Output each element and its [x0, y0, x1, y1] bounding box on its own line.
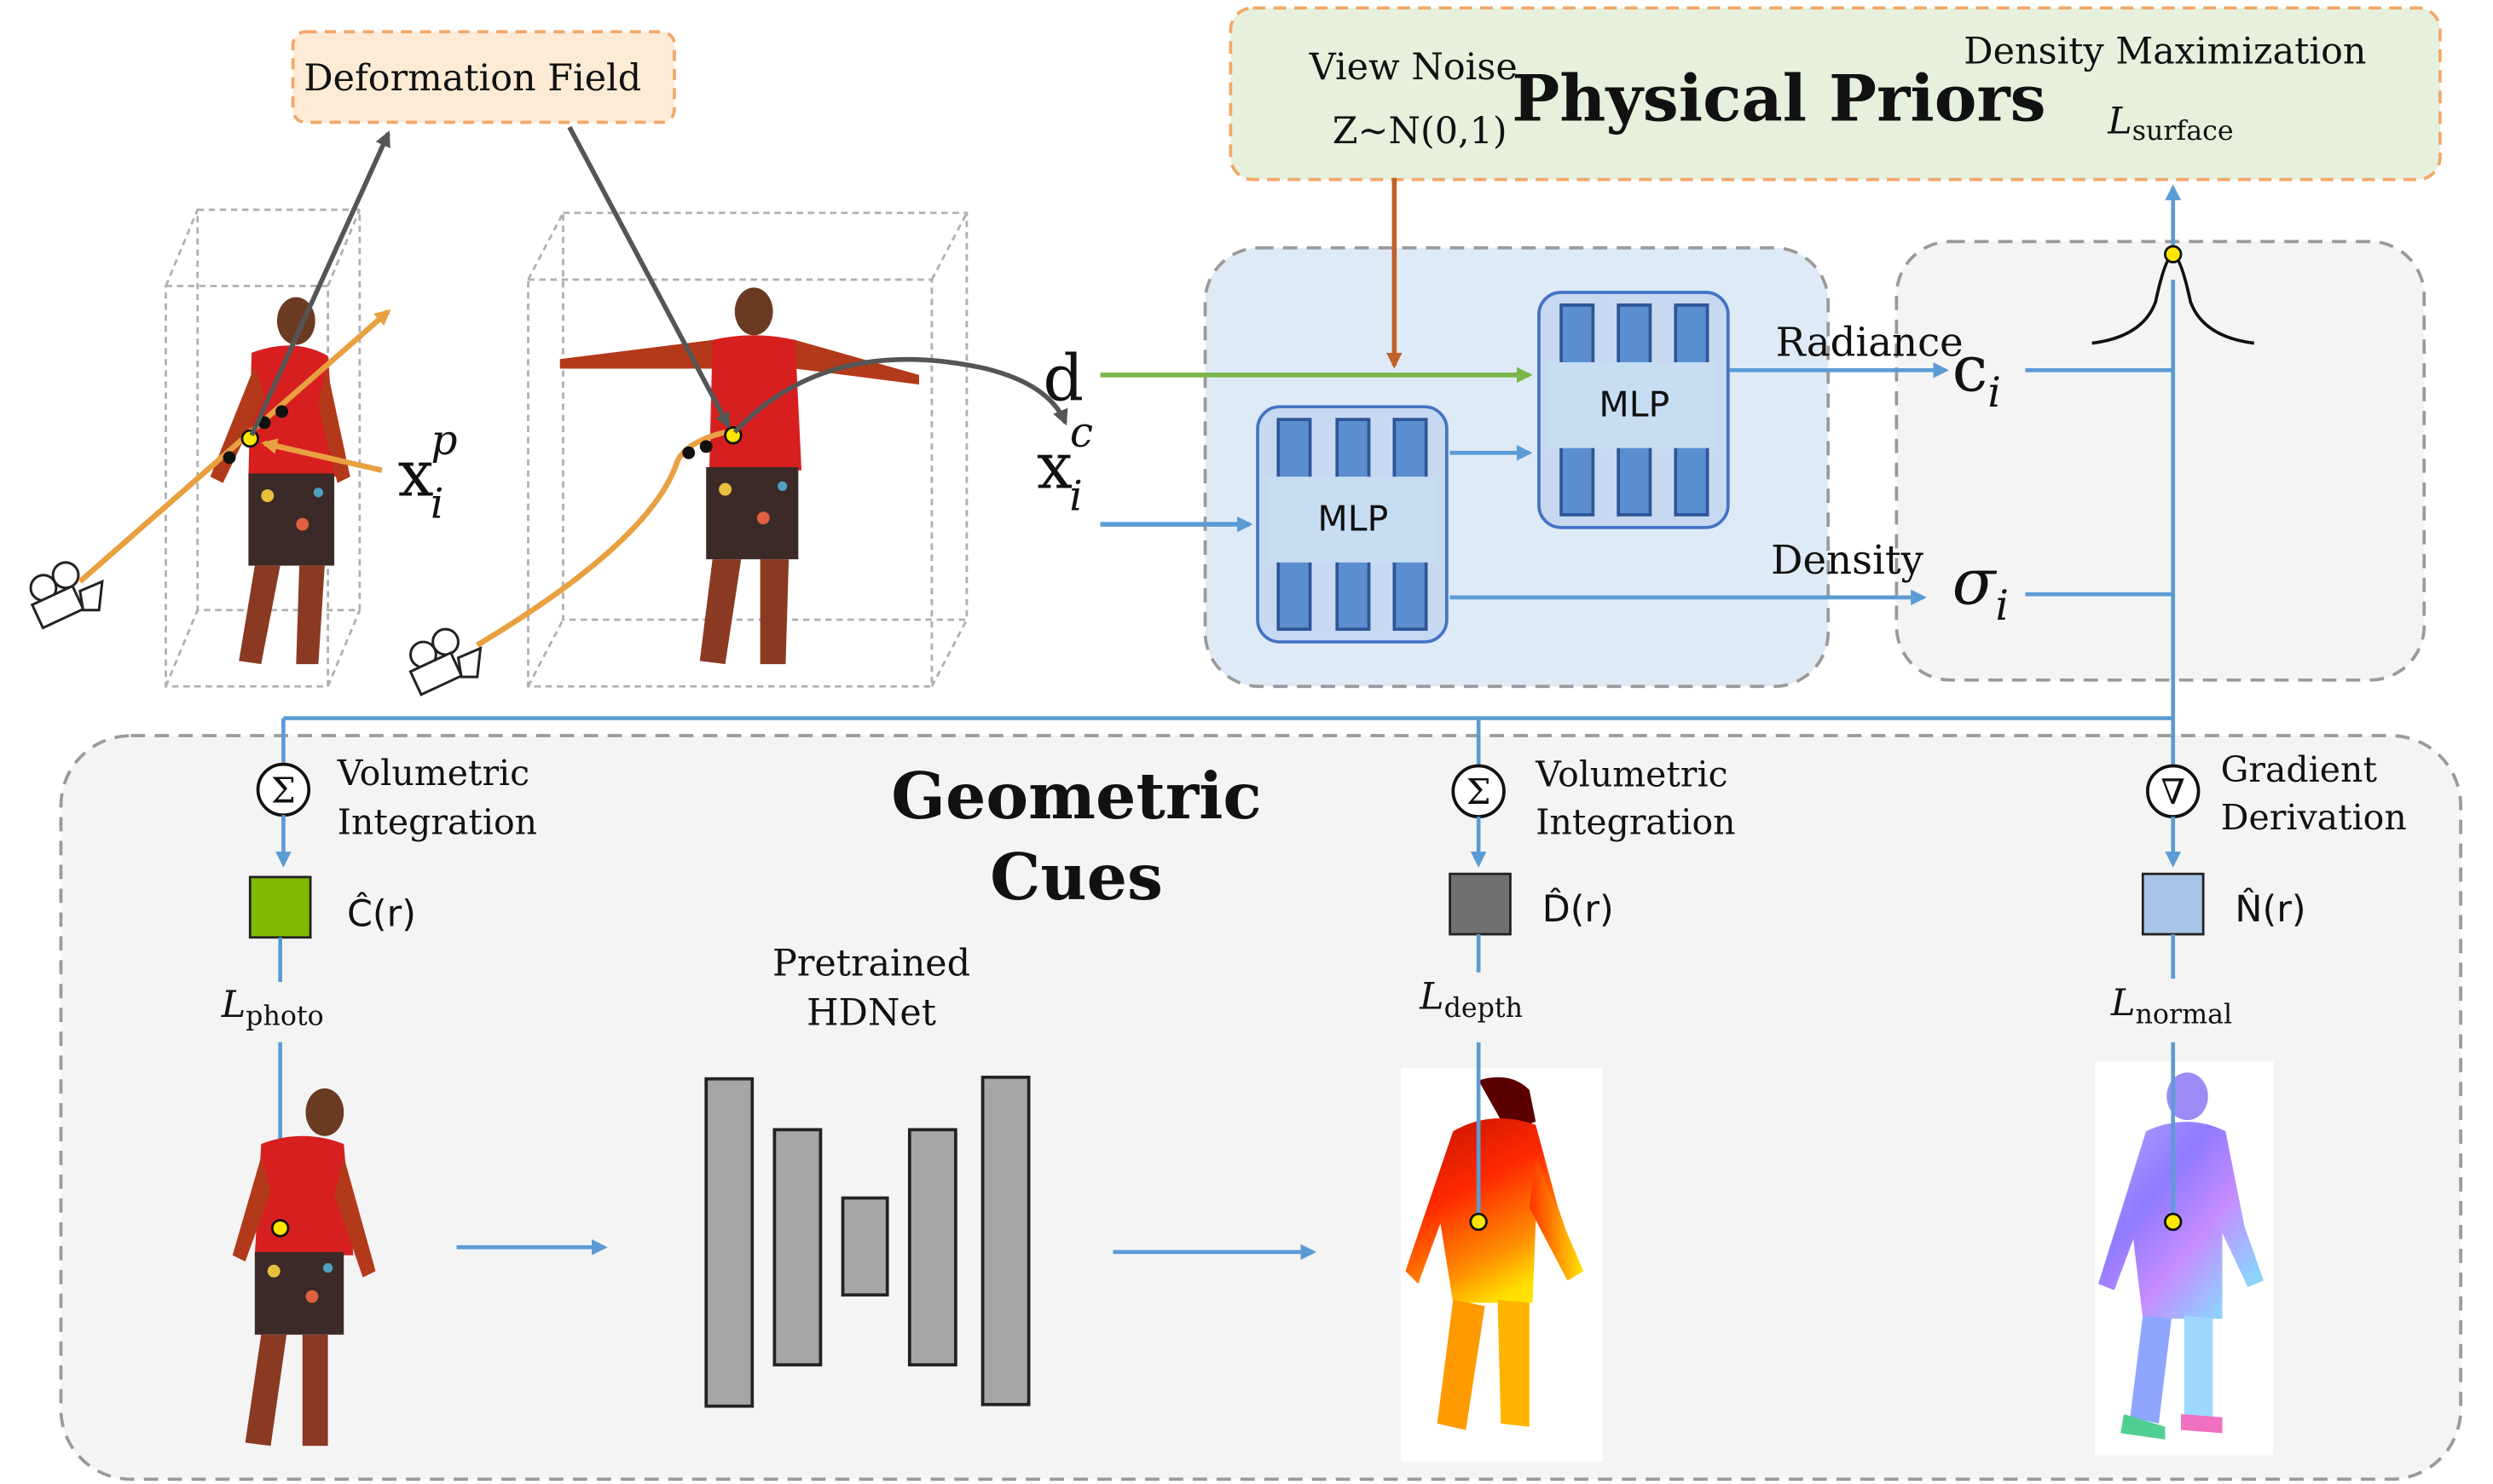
peak-point — [2164, 245, 2183, 263]
camera-icon — [408, 627, 483, 696]
sum-symbol: Σ — [271, 770, 296, 811]
normal-swatch — [2141, 872, 2205, 936]
deformation-field-label: Deformation Field — [304, 57, 641, 100]
hdnet-line1: Pretrained — [772, 943, 970, 985]
loss-depth: Ldepth — [1419, 976, 1523, 1024]
vol-int-2-line2: Integration — [1536, 802, 1735, 843]
sigma-i-output: σi — [1952, 545, 2009, 630]
geometric-cues-title-2: Cues — [990, 840, 1163, 915]
geometric-cues-panel — [59, 734, 2462, 1481]
mlp-block-density: MLP — [1256, 405, 1449, 644]
c-i-output: ci — [1952, 332, 2001, 418]
physical-priors-panel — [1229, 6, 2442, 182]
photo-pixel — [270, 1219, 290, 1238]
warp-arrow — [732, 356, 1068, 434]
hdnet-network — [704, 1075, 1031, 1408]
normal-pixel — [2164, 1212, 2183, 1232]
geometric-cues-title: Geometric — [891, 759, 1262, 834]
color-swatch — [248, 875, 312, 939]
mlp-label: MLP — [1317, 499, 1388, 540]
gradient-line2: Derivation — [2221, 797, 2407, 838]
x-i-p-label: xip — [398, 417, 458, 528]
depth-map-figure — [1405, 1077, 1584, 1430]
deformation-field-box — [291, 30, 676, 124]
n-hat-label: N̂(r) — [2235, 887, 2305, 931]
d-label: d — [1043, 342, 1084, 416]
vol-int-1-line2: Integration — [338, 802, 537, 843]
loss-surface: Lsurface — [2107, 101, 2233, 147]
loss-normal: Lnormal — [2110, 982, 2232, 1030]
output-panel — [1894, 240, 2426, 682]
density-maximization-label: Density Maximization — [1964, 31, 2366, 73]
view-noise-formula: Z~N(0,1) — [1333, 110, 1507, 153]
physical-priors-title: Physical Priors — [1512, 61, 2045, 136]
loss-photo: Lphoto — [221, 984, 324, 1031]
depth-swatch — [1449, 872, 1512, 936]
sum-symbol: Σ — [1466, 771, 1491, 812]
x-i-c-label: xic — [1037, 409, 1093, 521]
gradient-line1: Gradient — [2221, 749, 2378, 790]
radiance-label: Radiance — [1776, 320, 1964, 366]
vol-int-2-line1: Volumetric — [1535, 754, 1727, 795]
vol-int-1-line1: Volumetric — [337, 753, 529, 794]
deform-arrow-1 — [249, 130, 390, 436]
camera-icon — [29, 561, 104, 630]
mlp-label: MLP — [1599, 384, 1669, 424]
deform-arrow-2 — [567, 125, 731, 429]
mlp-block-radiance: MLP — [1537, 291, 1730, 529]
xp-pointer — [261, 438, 383, 473]
depth-pixel — [1469, 1212, 1488, 1232]
hdnet-line2: HDNet — [807, 991, 936, 1034]
d-hat-label: D̂(r) — [1542, 887, 1614, 931]
canonical-person-figure — [559, 287, 920, 665]
nabla-symbol: ∇ — [2160, 771, 2185, 812]
observation-ray — [78, 309, 391, 584]
c-hat-label: Ĉ(r) — [347, 892, 416, 936]
view-noise-label: View Noise — [1309, 46, 1518, 89]
canonical-ray — [476, 429, 726, 648]
output-bus — [283, 280, 2176, 720]
density-label: Density — [1771, 537, 1923, 583]
